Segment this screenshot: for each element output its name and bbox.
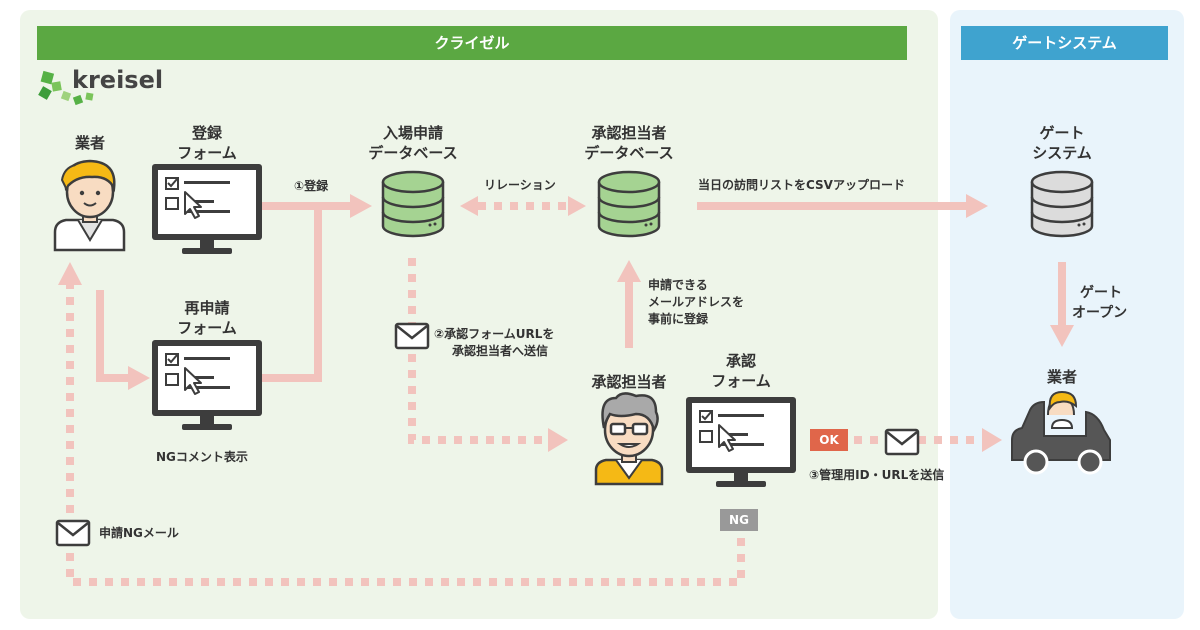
solid-arrows	[96, 202, 1066, 382]
relation-edge-label: リレーション	[484, 178, 556, 192]
kreisel-logo-mark	[38, 70, 94, 106]
send-id-edge-label: ③管理用ID・URLを送信	[809, 468, 945, 482]
upload-csv-edge-label: 当日の訪問リストをCSVアップロード	[698, 178, 905, 192]
register-edge-label: ①登録	[294, 179, 329, 193]
gate-system-panel	[950, 10, 1184, 619]
approver-label: 承認担当者	[591, 373, 667, 391]
mail-icon	[884, 428, 920, 456]
kreisel-logo-text: kreisel	[72, 66, 164, 94]
vendor-car-icon	[1011, 390, 1111, 475]
ng-mail-edge-label: 申請NGメール	[99, 526, 179, 540]
reapply-form-label: 再申請フォーム	[177, 299, 237, 337]
approval-form-label: 承認フォーム	[711, 352, 771, 390]
vendor-person-icon	[53, 159, 126, 252]
send-url-edge-label: ②承認フォームURLを承認担当者へ送信	[434, 327, 555, 358]
gate-open-edge-label: ゲートオープン	[1072, 285, 1128, 321]
approval-form-monitor-icon	[685, 396, 797, 488]
ok-badge: OK	[810, 429, 848, 451]
register-form-monitor-icon	[151, 163, 263, 255]
ng-comment-label: NGコメント表示	[156, 450, 248, 464]
approver-person-icon	[594, 392, 664, 486]
mail-icon	[394, 322, 430, 350]
gate-system-database-icon	[1030, 170, 1094, 238]
reapply-form-monitor-icon	[151, 339, 263, 431]
approver-database-label: 承認担当者データベース	[584, 124, 674, 162]
register-form-label: 登録フォーム	[177, 124, 237, 162]
gate-system-label: ゲートシステム	[1032, 124, 1092, 162]
vendor-label: 業者	[74, 134, 105, 152]
pre-register-edge-label: 申請できるメールアドレスを事前に登録	[648, 278, 745, 326]
ng-badge: NG	[720, 509, 758, 531]
arrow-heads	[58, 194, 1074, 452]
approver-database-icon	[597, 170, 661, 238]
kreisel-banner: クライゼル	[37, 26, 907, 60]
entry-database-label: 入場申請データベース	[368, 124, 458, 162]
entry-database-icon	[381, 170, 445, 238]
vendor-car-label: 業者	[1046, 368, 1077, 386]
gate-system-banner: ゲートシステム	[961, 26, 1168, 60]
mail-icon	[55, 519, 91, 547]
kreisel-panel	[20, 10, 938, 619]
